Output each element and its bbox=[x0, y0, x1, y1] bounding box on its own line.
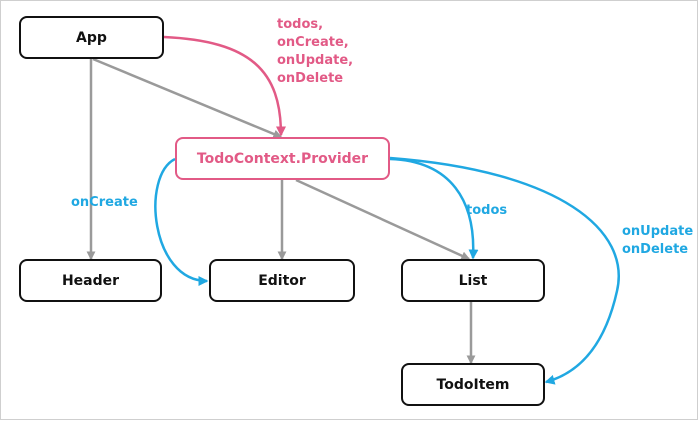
label-ondelete-2: onDelete bbox=[622, 242, 689, 257]
node-todocontext-provider: TodoContext.Provider bbox=[175, 137, 390, 180]
label-onupdate: onUpdate, bbox=[277, 53, 354, 68]
node-app: App bbox=[19, 16, 164, 59]
node-editor: Editor bbox=[209, 259, 355, 302]
label-app-provider: todos, onCreate, onUpdate, onDelete bbox=[277, 16, 353, 88]
node-header: Header bbox=[19, 259, 162, 302]
label-todoitem-update-delete: onUpdate onDelete bbox=[622, 223, 693, 259]
edge-provider-list bbox=[295, 178, 471, 261]
label-ondelete: onDelete bbox=[277, 71, 344, 86]
edge-provider-editor-oncreate bbox=[154, 157, 209, 286]
label-todos: todos, bbox=[277, 17, 324, 32]
edge-provider-todoitem-update-delete bbox=[389, 156, 620, 385]
label-list-todos: todos bbox=[466, 203, 508, 218]
edge-app-provider bbox=[92, 57, 283, 139]
edge-provider-list-todos bbox=[389, 157, 479, 260]
node-todoitem: TodoItem bbox=[401, 363, 545, 406]
label-oncreate: onCreate, bbox=[277, 35, 349, 50]
label-onupdate-2: onUpdate bbox=[622, 224, 694, 239]
label-editor-oncreate: onCreate bbox=[71, 195, 138, 210]
edge-app-provider-context bbox=[163, 35, 286, 137]
node-list: List bbox=[401, 259, 545, 302]
